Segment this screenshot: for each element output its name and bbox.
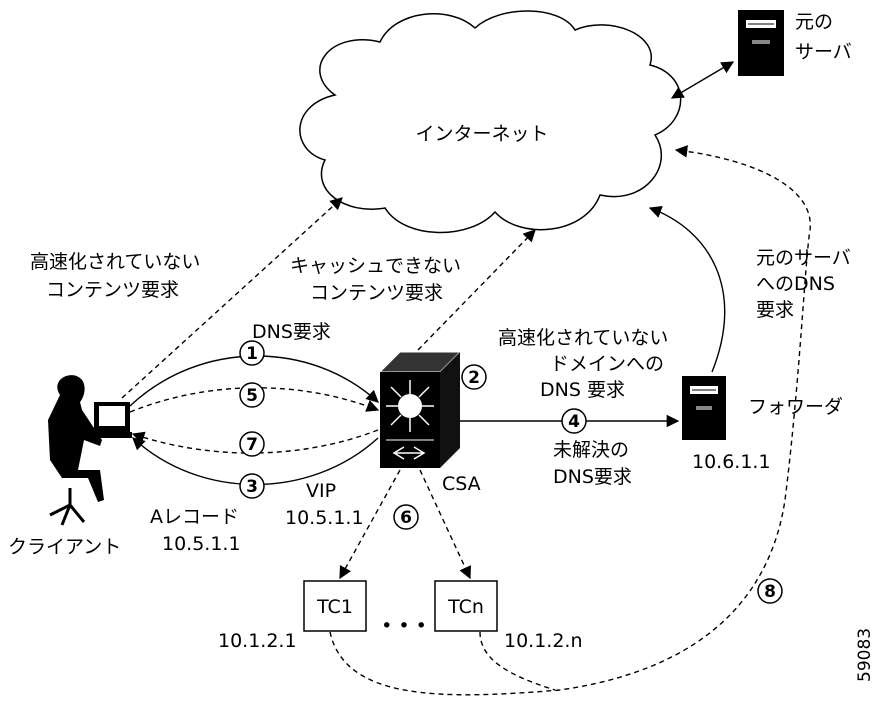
uncached-content-line <box>121 197 343 399</box>
unresolved-dns-label-2: DNS要求 <box>553 466 632 488</box>
internet-label: インターネット <box>415 123 548 145</box>
non-accel-dns-label-3: DNS 要求 <box>540 379 625 401</box>
step-3: 3 <box>239 473 265 499</box>
step-6: 6 <box>393 504 419 530</box>
client-label: クライアント <box>8 536 121 558</box>
vip-label: VIP <box>306 480 336 502</box>
tc1-label: TC1 <box>316 596 353 618</box>
step-1: 1 <box>239 340 265 366</box>
svg-text:7: 7 <box>246 435 258 455</box>
csa-switch-icon <box>378 351 462 468</box>
noncacheable-content-label-1: キャッシュできない <box>290 255 461 277</box>
svg-text:8: 8 <box>764 582 776 602</box>
a-record-ip: 10.5.1.1 <box>162 533 241 555</box>
dns-request-label: DNS要求 <box>252 321 331 343</box>
uncached-content-label-2: コンテンツ要求 <box>46 279 179 301</box>
svg-text:3: 3 <box>246 477 258 497</box>
tcn-ip: 10.1.2.n <box>504 630 583 652</box>
step-2: 2 <box>461 364 487 390</box>
tcn-box <box>434 580 498 632</box>
a-record-label: Aレコード <box>150 506 239 528</box>
svg-text:4: 4 <box>568 412 580 432</box>
tc1-box <box>303 580 367 632</box>
step-8: 8 <box>757 578 783 604</box>
tc1-ip: 10.1.2.1 <box>218 630 297 652</box>
svg-text:1: 1 <box>246 344 258 364</box>
noncacheable-content-line <box>417 229 536 351</box>
unresolved-dns-label-1: 未解決の <box>553 439 629 461</box>
tcn-label: TCn <box>447 596 484 618</box>
internet-cloud: インターネット <box>299 10 682 234</box>
forwarder-ip: 10.6.1.1 <box>692 451 771 473</box>
step-5: 5 <box>239 382 265 408</box>
origin-server-icon <box>738 10 784 76</box>
non-accel-dns-label-2: ドメインへの <box>550 353 664 375</box>
noncacheable-content-label-2: コンテンツ要求 <box>310 282 443 304</box>
csa-label: CSA <box>442 473 481 495</box>
origin-dns-label-2: へのDNS <box>756 273 835 295</box>
forwarder-internet-line <box>648 205 726 373</box>
client-person-icon <box>48 375 132 526</box>
tc-ellipsis: • • • <box>381 615 427 637</box>
uncached-content-label-1: 高速化されていない <box>30 251 200 273</box>
flow-7-line <box>131 429 379 454</box>
origin-server-label-1: 元の <box>795 11 833 33</box>
non-accel-dns-label-1: 高速化されていない <box>498 327 668 349</box>
svg-text:5: 5 <box>246 386 258 406</box>
figure-id: 59083 <box>855 628 875 682</box>
step-7: 7 <box>239 431 265 457</box>
origin-dns-label-3: 要求 <box>756 299 794 321</box>
svg-text:6: 6 <box>400 508 412 528</box>
csa-tcn-line <box>419 469 471 580</box>
forwarder-server-icon <box>682 376 726 440</box>
step-4: 4 <box>561 408 587 434</box>
origin-internet-link <box>670 61 735 99</box>
tc1-internet-line <box>329 145 811 696</box>
vip-ip: 10.5.1.1 <box>285 507 364 529</box>
csa-tc1-line <box>339 469 401 580</box>
origin-dns-label-1: 元のサーバ <box>756 247 851 269</box>
svg-text:2: 2 <box>468 368 480 388</box>
origin-server-label-2: サーバ <box>795 41 852 63</box>
